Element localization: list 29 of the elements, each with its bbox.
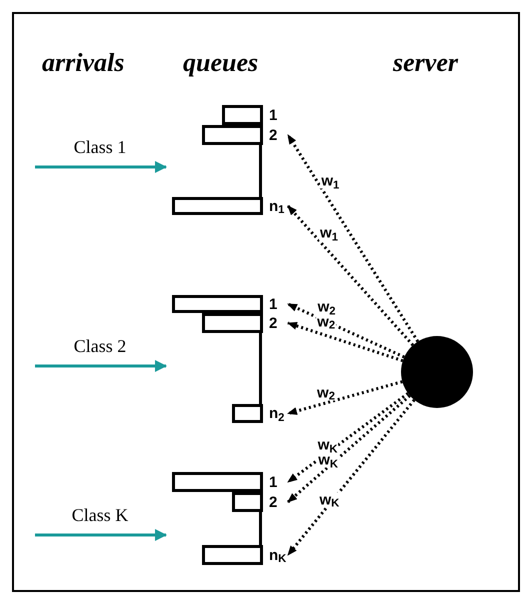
arrow (287, 380, 403, 415)
slot-label: 2 (269, 494, 278, 510)
column-heading: server (393, 50, 458, 76)
slot-label: 1 (269, 108, 278, 122)
column-heading: queues (183, 50, 258, 76)
slot-label: n$_{1}$ (269, 198, 284, 214)
slot-label: 1 (269, 296, 278, 312)
arrow (287, 392, 409, 484)
arrow (35, 360, 167, 372)
slot-label: n$_{2}$ (269, 406, 284, 421)
edge-label: w$_{K}$ (317, 452, 339, 468)
edge-label: w$_{2}$ (316, 314, 336, 330)
arrow (35, 161, 167, 173)
arrow (286, 134, 420, 342)
slot-label: n$_{K}$ (269, 548, 286, 562)
arrow (35, 529, 167, 541)
slot-label: 2 (269, 128, 278, 142)
arrow (287, 302, 405, 358)
edge-label: Class K (70, 506, 130, 524)
edge-label: Class 1 (72, 138, 128, 156)
edge-label: w$_{K}$ (318, 492, 340, 508)
arrow (287, 322, 404, 362)
arrow (286, 398, 416, 556)
slot-label: 1 (269, 474, 278, 490)
column-heading: arrivals (42, 50, 124, 76)
edge-label: Class 2 (72, 337, 128, 355)
arrow (287, 394, 411, 504)
arrow (286, 205, 414, 346)
slot-label: 2 (269, 316, 278, 330)
